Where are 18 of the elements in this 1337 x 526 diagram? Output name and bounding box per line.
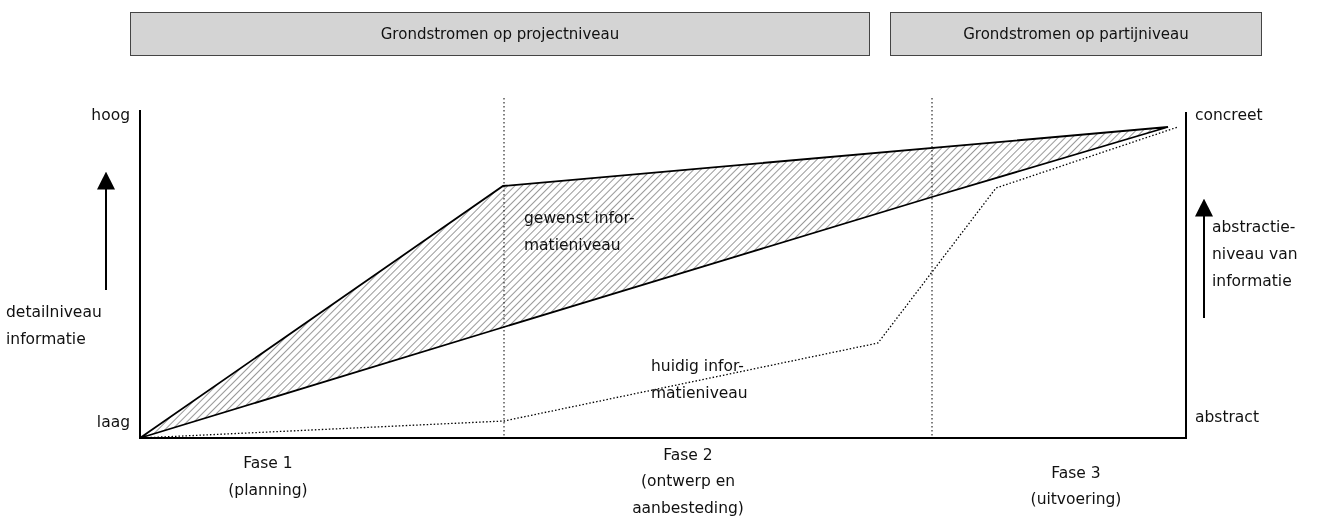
header-text: Grondstromen op projectniveau bbox=[380, 25, 620, 43]
area-label: gewenst infor- matieniveau bbox=[524, 208, 636, 256]
phase-label: Fase 1 bbox=[242, 453, 294, 474]
phase-label: Fase 2 bbox=[662, 445, 714, 466]
header-text: Grondstromen op partijniveau bbox=[963, 25, 1189, 43]
phase-label: (planning) bbox=[227, 480, 309, 501]
axis-label: abstract bbox=[1195, 407, 1260, 428]
axis-label: concreet bbox=[1195, 105, 1264, 126]
header-bar bbox=[890, 12, 1262, 56]
phase-label: (uitvoering) bbox=[1029, 489, 1123, 510]
header-bar bbox=[130, 12, 870, 56]
axis-label: laag bbox=[95, 412, 130, 433]
line-label: huidig infor- matieniveau bbox=[651, 356, 749, 404]
phase-label: (ontwerp en aanbesteding) bbox=[631, 471, 745, 519]
axis-label: hoog bbox=[90, 105, 130, 126]
axis-title: detailniveau informatie bbox=[6, 302, 103, 350]
axis-title: abstractie- niveau van informatie bbox=[1212, 217, 1299, 292]
phase-label: Fase 3 bbox=[1050, 463, 1102, 484]
